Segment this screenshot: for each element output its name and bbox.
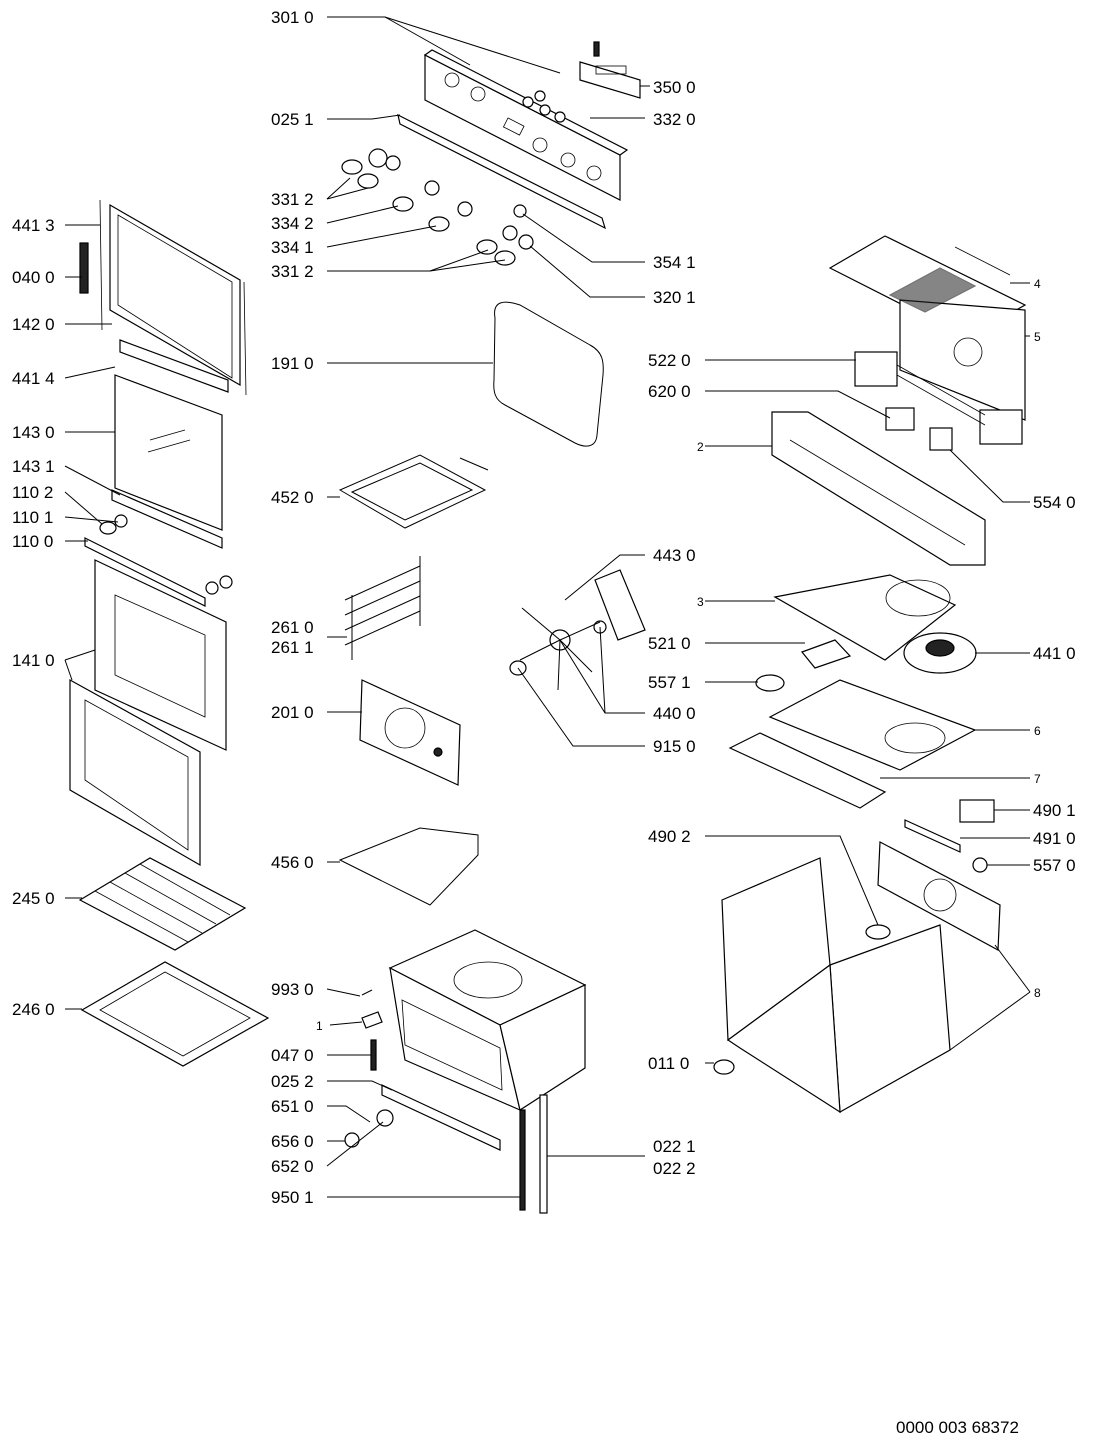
label-143-1: 143 1 bbox=[12, 457, 55, 476]
label-141-0: 141 0 bbox=[12, 651, 55, 670]
label-950-1: 950 1 bbox=[271, 1188, 314, 1207]
hinge-strip-part bbox=[111, 489, 223, 549]
label-201-0: 201 0 bbox=[271, 703, 314, 722]
shelf-support-part bbox=[344, 556, 421, 660]
label-557-1: 557 1 bbox=[648, 673, 691, 692]
label-656-0: 656 0 bbox=[271, 1132, 314, 1151]
air-deflector-part bbox=[773, 574, 957, 661]
oven-cavity-part bbox=[388, 929, 587, 1112]
label-261-0: 261 0 bbox=[271, 618, 314, 637]
label-4: 4 bbox=[1034, 277, 1041, 291]
label-110-0: 110 0 bbox=[12, 532, 53, 551]
label-022-2: 022 2 bbox=[653, 1159, 696, 1178]
label-6: 6 bbox=[1034, 724, 1041, 738]
lower-heater-part bbox=[338, 827, 479, 906]
label-8: 8 bbox=[1034, 986, 1041, 1000]
label-334-1: 334 1 bbox=[271, 238, 314, 257]
label-354-1: 354 1 bbox=[653, 253, 696, 272]
top-cover-part bbox=[828, 235, 1027, 421]
thermostat-parts bbox=[755, 639, 852, 692]
label-490-2: 490 2 bbox=[648, 827, 691, 846]
leader-lines bbox=[64, 16, 1031, 1198]
panel-rail-part bbox=[397, 113, 606, 230]
label-261-1: 261 1 bbox=[271, 638, 314, 657]
label-440-0: 440 0 bbox=[653, 704, 696, 723]
label-331-2-b: 331 2 bbox=[271, 262, 314, 281]
label-142-0: 142 0 bbox=[12, 315, 55, 334]
label-557-0: 557 0 bbox=[1033, 856, 1076, 875]
label-047-0: 047 0 bbox=[271, 1046, 314, 1065]
label-915-0: 915 0 bbox=[653, 737, 696, 756]
door-hinge-parts bbox=[84, 514, 233, 607]
label-143-0: 143 0 bbox=[12, 423, 55, 442]
label-651-0: 651 0 bbox=[271, 1097, 314, 1116]
label-522-0: 522 0 bbox=[648, 351, 691, 370]
grid-rack-part bbox=[78, 857, 247, 951]
label-110-1: 110 1 bbox=[12, 508, 53, 527]
fan-motor-part bbox=[593, 569, 977, 674]
label-022-1: 022 1 bbox=[653, 1137, 696, 1156]
upper-heater-part bbox=[338, 454, 489, 529]
fan-blade-part bbox=[509, 607, 601, 691]
label-652-0: 652 0 bbox=[271, 1157, 314, 1176]
outer-door-frame-part bbox=[79, 199, 247, 396]
label-443-0: 443 0 bbox=[653, 546, 696, 565]
label-191-0: 191 0 bbox=[271, 354, 314, 373]
label-301-0: 301 0 bbox=[271, 8, 314, 27]
label-332-0: 332 0 bbox=[653, 110, 696, 129]
rear-fan-cover-part bbox=[359, 679, 461, 786]
label-1: 1 bbox=[316, 1019, 323, 1033]
label-490-1: 490 1 bbox=[1033, 801, 1076, 820]
part-labels: 301 0 025 1 331 2 334 2 334 1 331 2 350 … bbox=[12, 8, 1076, 1207]
door-seal-part bbox=[493, 301, 604, 447]
label-331-2-a: 331 2 bbox=[271, 190, 314, 209]
label-025-1: 025 1 bbox=[271, 110, 314, 129]
label-441-4: 441 4 bbox=[12, 369, 55, 388]
label-554-0: 554 0 bbox=[1033, 493, 1076, 512]
programmer-module-part bbox=[579, 41, 641, 99]
bottom-plates-part bbox=[728, 679, 977, 809]
label-7: 7 bbox=[1034, 772, 1041, 786]
label-5: 5 bbox=[1034, 330, 1041, 344]
label-620-0: 620 0 bbox=[648, 382, 691, 401]
label-491-0: 491 0 bbox=[1033, 829, 1076, 848]
label-456-0: 456 0 bbox=[271, 853, 314, 872]
label-246-0: 246 0 bbox=[12, 1000, 55, 1019]
label-350-0: 350 0 bbox=[653, 78, 696, 97]
label-110-2: 110 2 bbox=[12, 483, 53, 502]
label-334-2: 334 2 bbox=[271, 214, 314, 233]
label-452-0: 452 0 bbox=[271, 488, 314, 507]
front-bracket-part bbox=[771, 411, 986, 566]
hinge-screw-parts bbox=[344, 989, 548, 1214]
label-040-0: 040 0 bbox=[12, 268, 55, 287]
label-441-3: 441 3 bbox=[12, 216, 55, 235]
door-glass-part bbox=[69, 559, 227, 867]
baking-tray-part bbox=[80, 961, 270, 1067]
label-025-2: 025 2 bbox=[271, 1072, 314, 1091]
inner-glass-part bbox=[114, 374, 223, 531]
label-3: 3 bbox=[697, 595, 704, 609]
label-245-0: 245 0 bbox=[12, 889, 55, 908]
label-320-1: 320 1 bbox=[653, 288, 696, 307]
label-011-0: 011 0 bbox=[648, 1054, 689, 1073]
relay-parts bbox=[854, 351, 1023, 451]
label-521-0: 521 0 bbox=[648, 634, 691, 653]
document-number: 0000 003 68372 bbox=[896, 1418, 1019, 1437]
terminal-block-parts bbox=[877, 799, 1001, 951]
label-2: 2 bbox=[697, 440, 704, 454]
switch-spindles-part bbox=[522, 90, 566, 123]
control-knobs-part bbox=[341, 148, 534, 266]
outer-casing-part bbox=[713, 857, 951, 1114]
label-993-0: 993 0 bbox=[271, 980, 314, 999]
label-441-0: 441 0 bbox=[1033, 644, 1076, 663]
